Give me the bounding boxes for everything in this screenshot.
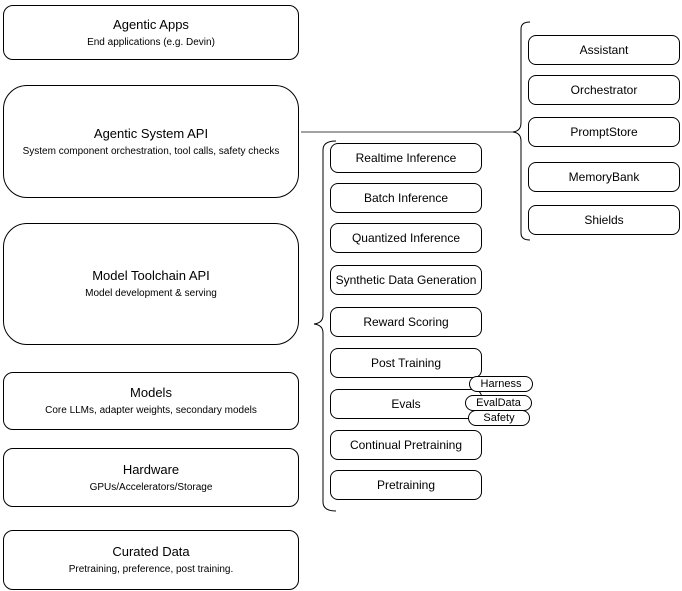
node-subtitle: Model development & serving [85, 288, 217, 299]
node-agentic-system-api: Agentic System API System component orch… [3, 85, 299, 198]
node-subtitle: Core LLMs, adapter weights, secondary mo… [45, 405, 257, 416]
node-model-toolchain-api: Model Toolchain API Model development & … [3, 223, 299, 345]
tag-safety: Safety [468, 410, 530, 426]
node-title: Hardware [122, 461, 180, 477]
node-evals: Evals [330, 389, 482, 419]
node-models: Models Core LLMs, adapter weights, secon… [3, 372, 299, 430]
node-assistant: Assistant [528, 35, 680, 65]
tag-evaldata: EvalData [465, 395, 532, 411]
node-orchestrator: Orchestrator [528, 75, 680, 105]
node-agentic-apps: Agentic Apps End applications (e.g. Devi… [3, 5, 299, 60]
node-promptstore: PromptStore [528, 117, 680, 147]
node-reward-scoring: Reward Scoring [330, 307, 482, 337]
node-memorybank: MemoryBank [528, 162, 680, 192]
node-curated-data: Curated Data Pretraining, preference, po… [3, 530, 299, 590]
node-synthetic-data-generation: Synthetic Data Generation [330, 265, 482, 295]
node-shields: Shields [528, 205, 680, 235]
node-title: Model Toolchain API [92, 268, 210, 283]
tag-harness: Harness [469, 376, 533, 392]
node-subtitle: Pretraining, preference, post training. [68, 564, 234, 575]
node-post-training: Post Training [330, 348, 482, 378]
node-title: Agentic Apps [113, 16, 189, 32]
node-title: Models [130, 385, 172, 400]
node-title: Curated Data [112, 544, 190, 559]
node-batch-inference: Batch Inference [330, 183, 482, 213]
node-realtime-inference: Realtime Inference [330, 143, 482, 173]
node-subtitle: End applications (e.g. Devin) [87, 36, 215, 48]
node-subtitle: GPUs/Accelerators/Storage [89, 481, 213, 493]
node-pretraining: Pretraining [330, 470, 482, 500]
node-continual-pretraining: Continual Pretraining [330, 430, 482, 460]
node-hardware: Hardware GPUs/Accelerators/Storage [3, 448, 299, 507]
node-title: Agentic System API [93, 125, 209, 141]
node-quantized-inference: Quantized Inference [330, 223, 482, 253]
node-subtitle: System component orchestration, tool cal… [22, 145, 280, 157]
